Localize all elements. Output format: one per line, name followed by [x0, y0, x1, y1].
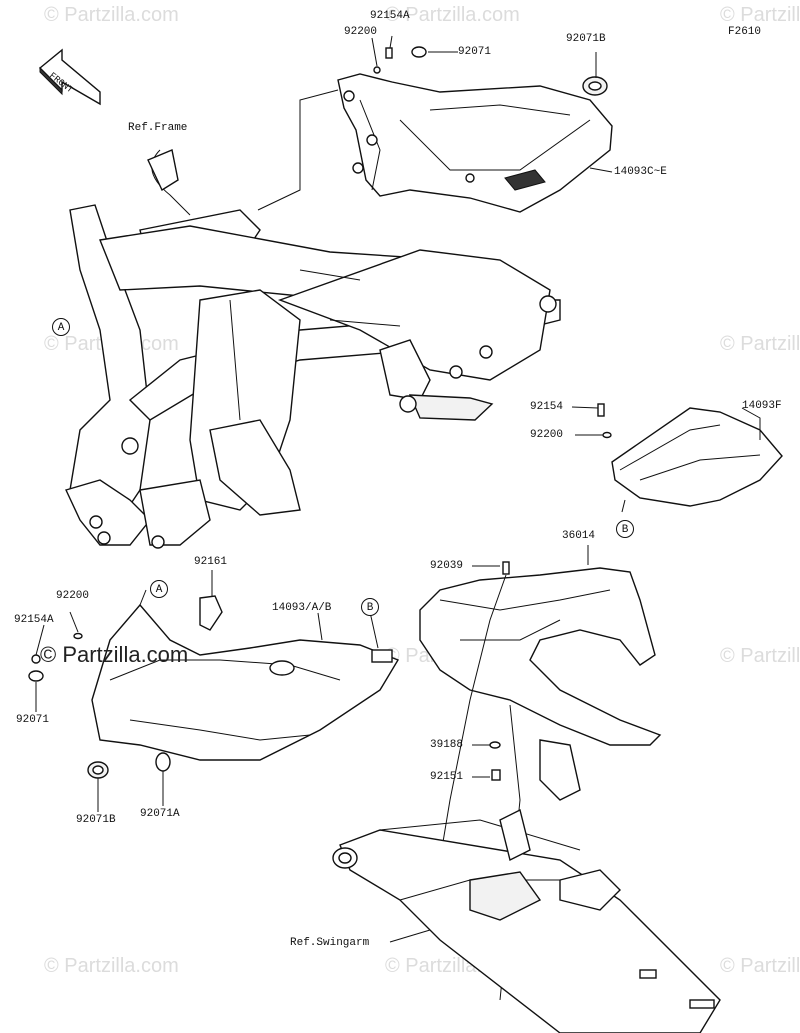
bolt-92154a-left: [31, 654, 41, 664]
callout-14093-a-b: 14093/A/B: [272, 602, 332, 614]
grommet-92071-top: [411, 46, 427, 58]
bolt-92151: [491, 769, 501, 781]
watermark: © Partzilla.com: [720, 645, 800, 667]
callout-92071: 92071: [16, 714, 50, 726]
callout-92161: 92161: [194, 556, 228, 568]
watermark-overlay: © Partzilla.com: [40, 642, 189, 667]
diagram-code: F2610: [728, 26, 762, 38]
watermark: © Partzilla.com: [44, 4, 179, 26]
grommet-92071-left: [28, 670, 44, 682]
ref-marker-b: B: [361, 598, 379, 616]
washer-39188: [489, 741, 501, 749]
watermark: © Partzilla.com: [720, 4, 800, 26]
callout-92154: 92154: [530, 401, 564, 413]
callout-92200: 92200: [530, 429, 564, 441]
ref-marker-b: B: [616, 520, 634, 538]
callout-36014: 36014: [562, 530, 596, 542]
callout-92154a: 92154A: [14, 614, 54, 626]
ref-marker-a: A: [52, 318, 70, 336]
callout-92151: 92151: [430, 771, 464, 783]
swingarm: [332, 808, 721, 1033]
watermark: © Partzilla.com: [44, 955, 179, 977]
bolt-92154-mid: [597, 403, 605, 417]
watermark: © Partzilla.com: [720, 955, 800, 977]
callout-92200: 92200: [56, 590, 90, 602]
top-side-cover-14093ce: [337, 73, 613, 213]
washer-92200-left: [73, 632, 83, 640]
rear-cover-14093f: [611, 407, 783, 507]
ref-frame-label: Ref.Frame: [128, 122, 188, 134]
callout-92071b: 92071B: [566, 33, 606, 45]
callout-92071b: 92071B: [76, 814, 116, 826]
callout-14093f: 14093F: [742, 400, 782, 412]
grommet-92071a: [155, 752, 171, 772]
washer-92200-mid: [602, 431, 612, 439]
callout-92200: 92200: [344, 26, 378, 38]
callout-39188: 39188: [430, 739, 464, 751]
callout-92154a: 92154A: [370, 10, 410, 22]
callout-14093c-e: 14093C~E: [614, 166, 667, 178]
main-frame: [65, 149, 561, 549]
side-cover-14093ab: [91, 595, 400, 761]
front-arrow-icon: [38, 48, 101, 106]
rear-fender-36014: [419, 561, 662, 801]
ref-marker-a: A: [150, 580, 168, 598]
callout-92071a: 92071A: [140, 808, 180, 820]
callout-92039: 92039: [430, 560, 464, 572]
watermark: © Partzilla.com: [385, 4, 520, 26]
callout-92071: 92071: [458, 46, 492, 58]
watermark: © Partzilla.com: [720, 333, 800, 355]
ref-swingarm-label: Ref.Swingarm: [290, 937, 370, 949]
